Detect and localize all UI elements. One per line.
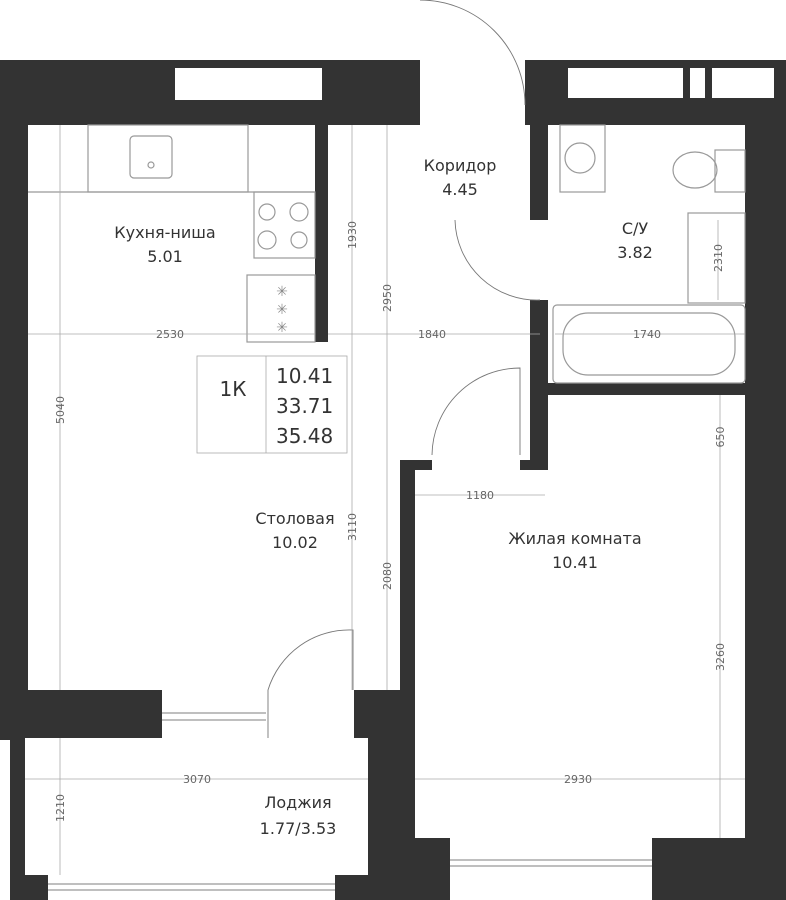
windows bbox=[48, 68, 774, 900]
svg-text:✳: ✳ bbox=[276, 302, 288, 318]
room-area-bathroom: 3.82 bbox=[617, 243, 653, 262]
dim-living-entry: 1180 bbox=[466, 489, 494, 502]
fridge-icon bbox=[246, 274, 316, 343]
living-area-value: 10.41 bbox=[276, 364, 333, 388]
dim-corridor-width: 1840 bbox=[418, 328, 446, 341]
bathtub-icon bbox=[552, 304, 746, 384]
dim-bath-depth: 2310 bbox=[712, 244, 725, 272]
stove-icon bbox=[253, 191, 316, 259]
room-name-kitchen: Кухня-ниша bbox=[114, 223, 215, 242]
dim-kitchen-depth: 1930 bbox=[346, 221, 359, 249]
svg-text:✳: ✳ bbox=[276, 320, 288, 336]
apartment-info-box: 1К 10.41 33.71 35.48 bbox=[196, 355, 348, 454]
fixtures: ✳ ✳ ✳ bbox=[28, 124, 746, 384]
dim-bath-width: 1740 bbox=[633, 328, 661, 341]
dim-living-upper: 650 bbox=[714, 427, 727, 448]
total-with-loggia-value: 35.48 bbox=[276, 424, 333, 448]
washer-icon bbox=[559, 124, 606, 193]
room-area-corridor: 4.45 bbox=[442, 180, 478, 199]
dim-loggia-width: 3070 bbox=[183, 773, 211, 786]
room-name-corridor: Коридор bbox=[424, 156, 497, 175]
dim-left-height: 5040 bbox=[54, 396, 67, 424]
room-name-dining: Столовая bbox=[255, 509, 334, 528]
room-name-bathroom: С/У bbox=[622, 219, 649, 238]
room-areas bbox=[25, 0, 745, 875]
doors bbox=[267, 0, 541, 738]
svg-text:✳: ✳ bbox=[276, 284, 288, 300]
room-area-living: 10.41 bbox=[552, 553, 598, 572]
dimension-lines bbox=[25, 125, 745, 875]
dim-kitchen-width: 2530 bbox=[156, 328, 184, 341]
dimension-labels: 2530 1840 1740 5040 1930 2950 3110 2080 … bbox=[54, 221, 727, 822]
dim-corridor-length: 2950 bbox=[381, 284, 394, 312]
room-area-kitchen: 5.01 bbox=[147, 247, 183, 266]
dim-loggia-depth: 1210 bbox=[54, 794, 67, 822]
dim-living-height: 3260 bbox=[714, 643, 727, 671]
room-labels: Кухня-ниша 5.01 Коридор 4.45 С/У 3.82 Ст… bbox=[114, 156, 653, 838]
dim-living-width: 2930 bbox=[564, 773, 592, 786]
room-name-living: Жилая комната bbox=[508, 529, 641, 548]
dim-dining-depth: 3110 bbox=[346, 513, 359, 541]
total-area-value: 33.71 bbox=[276, 394, 333, 418]
dim-dining-lower: 2080 bbox=[381, 562, 394, 590]
toilet-icon bbox=[672, 151, 718, 189]
sink-icon bbox=[129, 135, 173, 179]
room-area-loggia: 1.77/3.53 bbox=[260, 819, 337, 838]
apartment-type: 1К bbox=[220, 377, 247, 401]
room-area-dining: 10.02 bbox=[272, 533, 318, 552]
room-name-loggia: Лоджия bbox=[264, 793, 331, 812]
washbasin-icon bbox=[687, 212, 746, 304]
